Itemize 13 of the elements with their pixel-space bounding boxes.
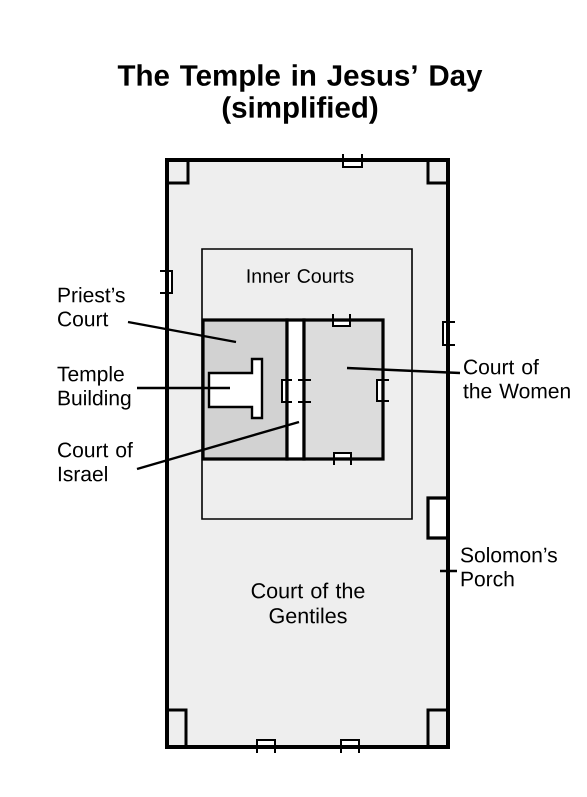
callout-label: Temple Building <box>57 366 130 410</box>
callout-label: Solomon’s Porch <box>460 547 557 586</box>
title: The Temple in Jesus’ Day (simplified) <box>118 64 482 124</box>
temple-building <box>208 358 264 420</box>
callout-label: Priest’s Court <box>58 287 125 326</box>
callout-label: Court of Israel <box>58 442 133 482</box>
leader-line <box>137 386 230 390</box>
leader-line <box>440 570 457 572</box>
leader-line <box>346 366 460 374</box>
court-area <box>302 318 385 461</box>
leader-line <box>136 420 300 470</box>
leader-line <box>128 320 236 344</box>
callout-label: Court of the Women <box>463 359 570 398</box>
